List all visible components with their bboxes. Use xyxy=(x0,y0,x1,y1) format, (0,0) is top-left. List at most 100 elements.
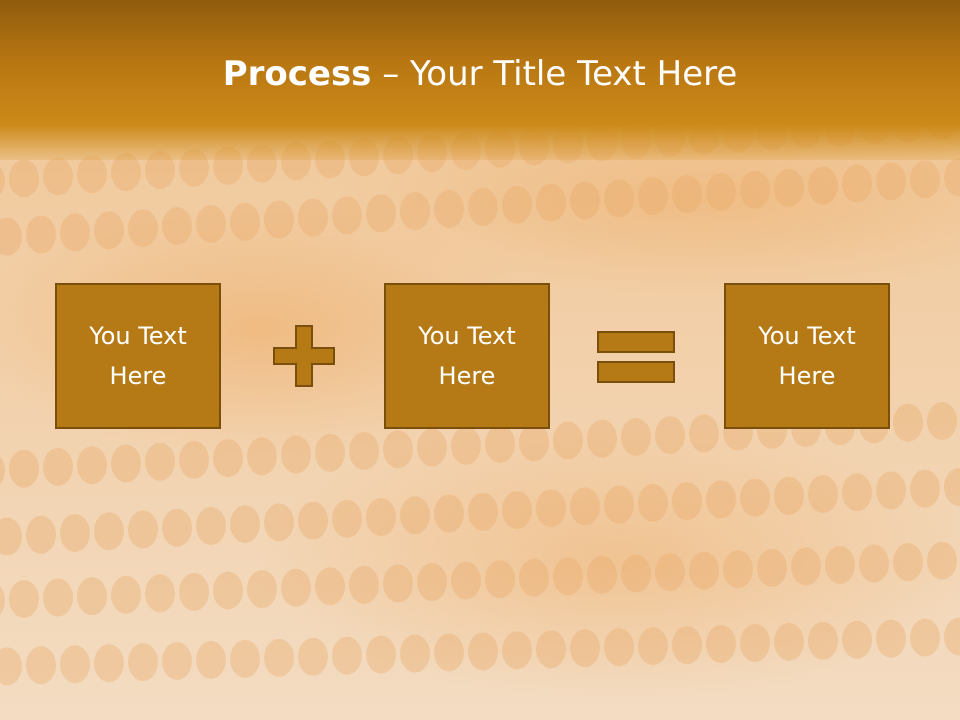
corn-kernel xyxy=(927,401,957,440)
corn-kernel xyxy=(247,437,277,476)
corn-kernel xyxy=(570,629,600,668)
corn-kernel xyxy=(536,183,566,222)
corn-kernel xyxy=(60,513,90,552)
corn-kernel xyxy=(0,166,5,195)
corn-kernel xyxy=(825,546,855,584)
corn-kernel xyxy=(264,503,294,542)
corn-kernel xyxy=(332,196,362,235)
corn-kernel xyxy=(0,517,22,556)
corn-kernel xyxy=(94,512,124,551)
corn-kernel xyxy=(468,187,498,226)
corn-kernel xyxy=(298,198,328,237)
corn-kernel xyxy=(179,440,209,479)
corn-kernel xyxy=(9,449,39,488)
corn-kernel xyxy=(213,439,243,478)
corn-kernel xyxy=(26,646,56,685)
title-bar xyxy=(0,0,960,160)
process-box-1[interactable]: You Text Here xyxy=(55,283,221,429)
corn-kernel xyxy=(179,572,209,611)
corn-kernel xyxy=(0,456,5,485)
corn-kernel xyxy=(111,153,141,192)
corn-kernel xyxy=(706,173,736,211)
corn-kernel xyxy=(553,557,583,596)
corn-kernel xyxy=(128,643,158,682)
corn-kernel xyxy=(230,639,260,678)
corn-kernel xyxy=(9,580,39,618)
corn-kernel xyxy=(26,515,56,554)
corn-kernel xyxy=(383,430,413,469)
corn-kernel xyxy=(672,626,702,665)
corn-kernel xyxy=(570,181,600,220)
corn-kernel xyxy=(162,207,192,245)
corn-kernel xyxy=(672,482,702,521)
process-box-2[interactable]: You Text Here xyxy=(384,283,550,429)
corn-kernel xyxy=(0,217,22,256)
corn-kernel xyxy=(94,644,124,683)
corn-kernel xyxy=(740,623,770,662)
corn-kernel xyxy=(349,432,379,471)
corn-kernel xyxy=(536,489,566,528)
corn-kernel xyxy=(468,632,498,671)
corn-kernel xyxy=(876,162,906,201)
corn-kernel xyxy=(60,213,90,252)
corn-kernel xyxy=(706,480,736,519)
corn-kernel xyxy=(196,640,226,679)
corn-kernel xyxy=(876,619,906,658)
corn-kernel xyxy=(366,635,396,674)
corn-kernel xyxy=(706,625,736,663)
corn-kernel xyxy=(213,571,243,610)
corn-kernel xyxy=(332,636,362,675)
corn-kernel xyxy=(111,575,141,614)
corn-kernel xyxy=(842,164,872,203)
corn-kernel xyxy=(9,159,39,198)
corn-kernel xyxy=(77,446,107,485)
corn-kernel xyxy=(434,633,464,672)
corn-kernel xyxy=(196,204,226,243)
corn-kernel xyxy=(519,423,549,462)
corn-kernel xyxy=(94,211,124,250)
corn-kernel xyxy=(434,494,464,533)
corn-kernel xyxy=(502,185,532,224)
corn-kernel xyxy=(417,428,447,467)
process-box-3[interactable]: You Text Here xyxy=(724,283,890,429)
corn-kernel xyxy=(315,567,345,606)
corn-kernel xyxy=(859,544,889,583)
corn-kernel xyxy=(655,416,685,455)
corn-kernel xyxy=(638,483,668,522)
corn-kernel xyxy=(944,158,960,197)
corn-kernel xyxy=(502,490,532,529)
corn-kernel xyxy=(519,558,549,597)
corn-kernel xyxy=(774,168,804,207)
corn-kernel xyxy=(604,628,634,667)
corn-kernel xyxy=(910,469,940,508)
corn-kernel xyxy=(689,414,719,453)
corn-kernel xyxy=(740,170,770,209)
corn-kernel xyxy=(757,548,787,587)
corn-kernel xyxy=(893,543,923,582)
corn-kernel xyxy=(485,424,515,463)
corn-kernel xyxy=(366,194,396,233)
corn-kernel xyxy=(128,510,158,549)
corn-kernel xyxy=(434,190,464,228)
corn-kernel xyxy=(400,192,430,231)
corn-kernel xyxy=(128,209,158,248)
corn-kernel xyxy=(77,155,107,194)
corn-kernel xyxy=(400,496,430,535)
title-rest: – Your Title Text Here xyxy=(371,54,738,94)
corn-kernel xyxy=(43,578,73,617)
corn-kernel xyxy=(145,442,175,481)
corn-kernel xyxy=(383,564,413,603)
corn-kernel xyxy=(910,618,940,657)
slide-title[interactable]: Process – Your Title Text Here xyxy=(0,52,960,96)
corn-kernel xyxy=(145,574,175,613)
plus-icon xyxy=(273,325,335,387)
corn-kernel xyxy=(230,202,260,241)
corn-kernel xyxy=(366,498,396,537)
corn-kernel xyxy=(281,435,311,474)
corn-kernel xyxy=(43,157,73,196)
corn-kernel xyxy=(927,541,957,580)
corn-kernel xyxy=(162,642,192,680)
corn-kernel xyxy=(638,177,668,216)
corn-kernel xyxy=(417,563,447,601)
